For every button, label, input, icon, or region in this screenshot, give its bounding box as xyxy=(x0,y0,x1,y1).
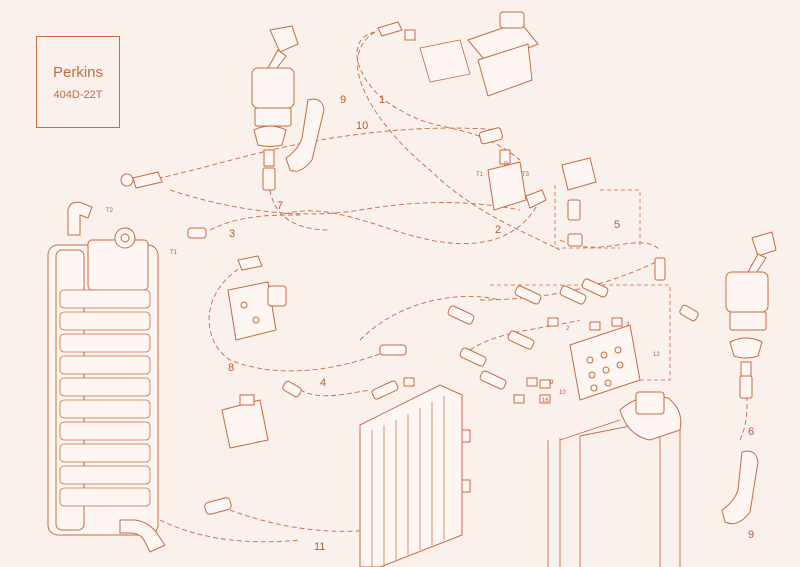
shuttle-valve xyxy=(561,157,597,247)
hose-2 xyxy=(279,199,541,245)
hose-4 xyxy=(299,389,371,397)
solenoid-valve-1 xyxy=(227,255,287,341)
hose-5 xyxy=(559,239,661,251)
hose-11 xyxy=(229,509,371,532)
seat-console xyxy=(619,391,682,441)
hose-14 xyxy=(359,295,501,341)
port-label-t3: T3 xyxy=(522,172,530,178)
hose-1 xyxy=(356,31,521,161)
grouping-boxes xyxy=(490,185,671,381)
hose-7 xyxy=(269,189,331,231)
pilot-valve-block xyxy=(487,149,547,211)
curved-tube xyxy=(285,98,759,525)
callout-4[interactable]: 4 xyxy=(320,377,327,389)
box-manifold-group xyxy=(490,284,671,381)
joystick-right xyxy=(725,231,777,399)
port-label-t2: T2 xyxy=(106,208,114,214)
engine-brand: Perkins xyxy=(52,63,104,81)
callout-2[interactable]: 2 xyxy=(495,224,502,236)
top-fittings xyxy=(377,21,503,145)
hose-lines xyxy=(149,31,748,543)
callout-11[interactable]: 11 xyxy=(314,541,326,553)
port-label-p: P xyxy=(504,162,509,168)
hose-6 xyxy=(739,379,748,441)
control-valve-stack xyxy=(47,227,159,536)
fitting-number-16: 16 xyxy=(542,398,549,404)
hose-1b xyxy=(357,31,561,251)
hose-8 xyxy=(208,264,391,372)
callout-9-top[interactable]: 9 xyxy=(340,94,347,106)
valve-elbows xyxy=(67,171,166,553)
engine-label-box: Perkins 404D-22T xyxy=(36,36,120,128)
manifold-block xyxy=(569,324,641,401)
small-fittings xyxy=(403,317,623,404)
callout-1[interactable]: 1 xyxy=(379,94,386,106)
callout-10[interactable]: 10 xyxy=(356,120,369,132)
callout-12[interactable]: 12 xyxy=(653,352,660,358)
joystick-left xyxy=(251,25,299,191)
fitting-number-3: 3 xyxy=(626,322,630,328)
hose-10b xyxy=(169,189,521,215)
callout-7[interactable]: 7 xyxy=(277,200,284,212)
hydraulic-tank xyxy=(359,384,471,567)
callout-5[interactable]: 5 xyxy=(614,219,621,231)
cab-frame xyxy=(547,419,681,567)
hose-3 xyxy=(209,214,301,231)
hose-12 xyxy=(469,319,581,351)
callout-8[interactable]: 8 xyxy=(228,362,235,374)
engine-model: 404D-22T xyxy=(53,88,103,101)
foot-pedal xyxy=(419,11,539,97)
hose-10 xyxy=(149,127,501,181)
fitting-number-9: 9 xyxy=(550,380,554,386)
port-label-t1: T1 xyxy=(170,250,178,256)
fitting-number-2: 2 xyxy=(566,326,570,332)
callout-6[interactable]: 6 xyxy=(748,426,755,438)
hose-15 xyxy=(159,519,301,543)
port-label-t1-pilot: T1 xyxy=(476,172,484,178)
fitting-number-10: 10 xyxy=(559,390,566,396)
callout-9-bottom[interactable]: 9 xyxy=(748,529,755,541)
box-valve-group xyxy=(554,185,641,249)
solenoid-valve-2 xyxy=(221,394,269,449)
callout-3[interactable]: 3 xyxy=(229,228,236,240)
hose-fittings xyxy=(187,227,699,515)
